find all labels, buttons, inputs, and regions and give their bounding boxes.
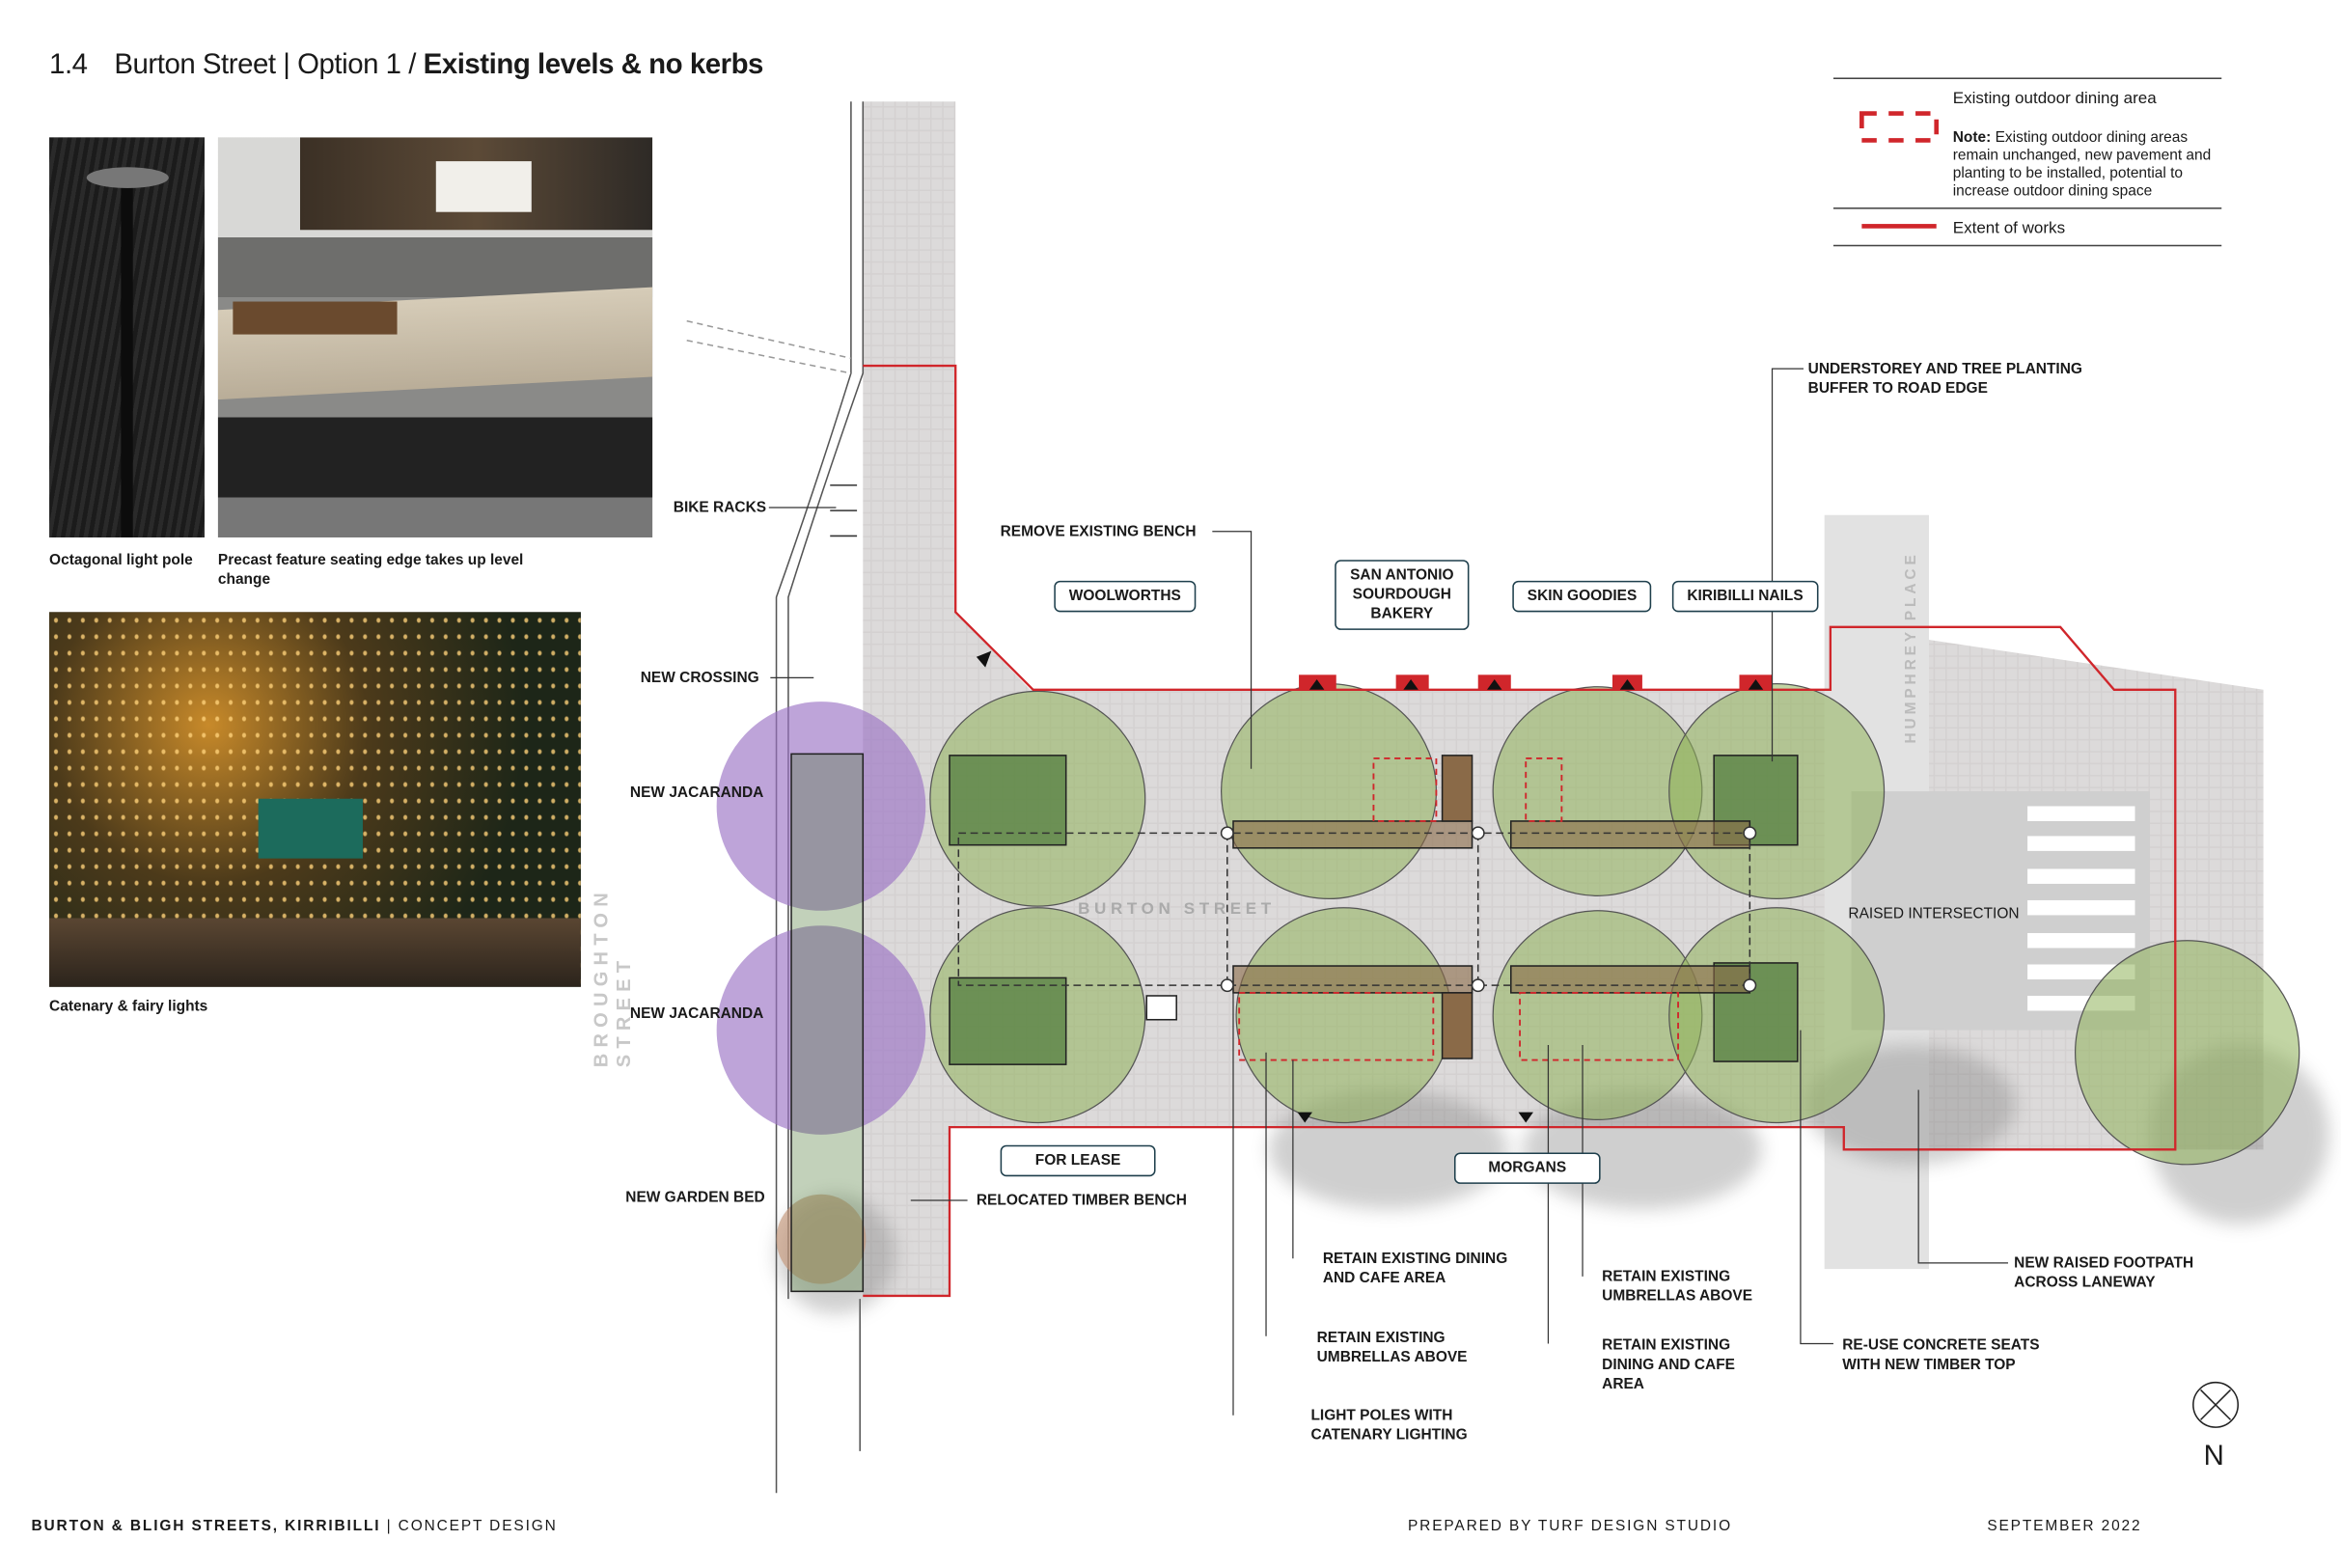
shop-label: SKIN GOODIES [1512, 580, 1652, 613]
shop-label: FOR LEASE [1000, 1144, 1156, 1177]
extent-line-icon [1861, 224, 1937, 229]
existing-dining-areas [1238, 757, 1679, 1061]
bike-racks [830, 484, 858, 537]
annotation: RE-USE CONCRETE SEATS WITH NEW TIMBER TO… [1842, 1337, 2040, 1374]
light-poles [1220, 826, 1757, 993]
benches [1145, 755, 1751, 1059]
extent-of-works-outline [863, 364, 2177, 1298]
footer-prepared: PREPARED BY TURF DESIGN STUDIO [1408, 1518, 1732, 1535]
leader-lines [768, 368, 2008, 1416]
photo-caption: Catenary & fairy lights [49, 999, 208, 1016]
photo-caption: Octagonal light pole [49, 552, 193, 569]
shop-label: WOOLWORTHS [1054, 580, 1197, 613]
shop-label: SAN ANTONIO SOURDOUGH BAKERY [1335, 560, 1470, 630]
footer-project: BURTON & BLIGH STREETS, KIRRIBILLI | CON… [31, 1518, 558, 1535]
street-name-burton: BURTON STREET [1078, 899, 1276, 919]
annotation: UNDERSTOREY AND TREE PLANTING BUFFER TO … [1807, 361, 2082, 398]
legend-note: Note: Existing outdoor dining areas rema… [1952, 129, 2212, 201]
shop-label: MORGANS [1453, 1152, 1601, 1184]
north-label: N [2203, 1441, 2224, 1472]
photo-light-pole [49, 137, 205, 537]
garden-beds [790, 753, 1799, 1293]
jacaranda-trees [716, 701, 926, 1284]
photo-catenary-lights [49, 612, 581, 987]
annotation: NEW JACARANDA [629, 1005, 764, 1023]
annotation: NEW GARDEN BED [625, 1190, 765, 1207]
annotation: NEW RAISED FOOTPATH ACROSS LANEWAY [2014, 1255, 2194, 1292]
footer-date: SEPTEMBER 2022 [1987, 1518, 2142, 1535]
shop-label: KIRIBILLI NAILS [1671, 580, 1819, 613]
catenary-lights [957, 832, 1751, 986]
annotation: BIKE RACKS [673, 500, 767, 517]
legend: Existing outdoor dining area Note: Exist… [1832, 77, 2222, 247]
annotation: RETAIN EXISTING UMBRELLAS ABOVE [1602, 1269, 1753, 1306]
street-name-humphrey: HUMPHREY PLACE [1903, 551, 1920, 744]
street-name-broughton: BROUGHTON STREET [590, 887, 635, 1068]
annotation: RETAIN EXISTING DINING AND CAFE AREA [1322, 1251, 1508, 1287]
annotation: REMOVE EXISTING BENCH [1000, 524, 1197, 541]
entry-arrows [976, 650, 1764, 1123]
north-arrow-icon [2192, 1381, 2240, 1428]
kerb-line [775, 101, 852, 1494]
annotation: NEW CROSSING [640, 670, 759, 687]
photo-caption: Precast feature seating edge takes up le… [217, 552, 524, 589]
annotation: RETAIN EXISTING UMBRELLAS ABOVE [1316, 1330, 1468, 1366]
photo-seating-edge [217, 137, 653, 537]
annotation: RAISED INTERSECTION [1848, 906, 2020, 923]
entry-markers [1299, 674, 1773, 690]
annotation: NEW JACARANDA [629, 784, 764, 802]
annotation: RELOCATED TIMBER BENCH [976, 1193, 1187, 1210]
dashed-dining-area-icon [1859, 111, 1940, 143]
annotation: RETAIN EXISTING DINING AND CAFE AREA [1602, 1337, 1735, 1393]
annotation: LIGHT POLES WITH CATENARY LIGHTING [1310, 1408, 1468, 1444]
